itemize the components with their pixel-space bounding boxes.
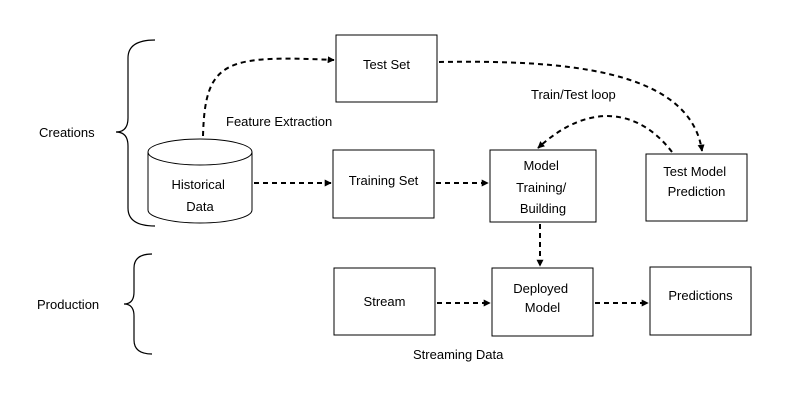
train-test-loop-label: Train/Test loop [531,87,616,102]
predictions-box [649,266,752,336]
creations-brace [115,39,156,227]
deployed-model-label: Deployed Model [513,281,572,315]
stream-box [333,267,436,336]
training-set-label: Training Set [349,173,419,188]
test-model-prediction-box [645,153,748,222]
test-set-box [335,34,438,103]
model-training-label: Model Training/ Building [516,158,570,216]
test-set-label: Test Set [363,57,410,72]
creations-label: Creations [39,125,95,140]
streaming-data-label: Streaming Data [413,347,504,362]
model-training-box [489,149,597,223]
arrow-historical-to-test-set [202,56,335,137]
historical-data-cylinder [147,138,253,224]
feature-extraction-label: Feature Extraction [226,114,332,129]
production-brace [123,253,153,355]
predictions-label: Predictions [668,288,733,303]
historical-data-label: Historical Data [171,177,228,214]
arrow-test-set-to-prediction [438,60,705,152]
test-model-prediction-label: Test Model Prediction [663,164,730,199]
deployed-model-box [491,267,594,337]
production-label: Production [37,297,99,312]
stream-label: Stream [364,294,406,309]
arrow-train-test-loop [537,115,673,153]
training-set-box [332,149,435,219]
